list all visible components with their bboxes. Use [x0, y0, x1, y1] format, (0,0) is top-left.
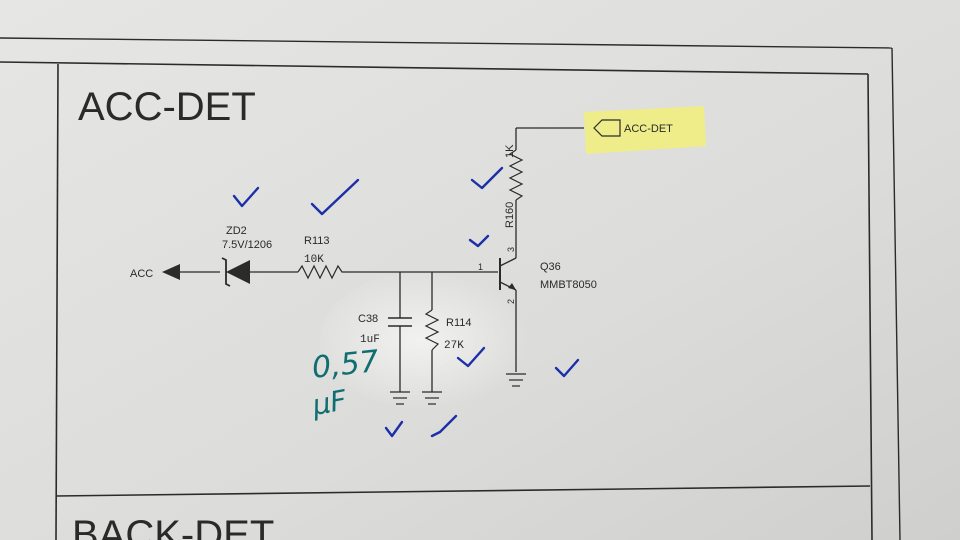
- section-title-acc-det: ACC-DET: [78, 85, 256, 129]
- handwritten-note-value: 0,57: [310, 344, 380, 386]
- r113-ref: R113: [304, 235, 329, 247]
- ground-icon: [422, 391, 442, 405]
- check-mark-icon: [456, 346, 486, 368]
- handwritten-check-marks: [232, 166, 580, 438]
- q36-value: MMBT8050: [540, 279, 597, 291]
- r114-value: 27K: [444, 340, 464, 352]
- yellow-highlight: [584, 106, 706, 154]
- check-mark-icon: [470, 166, 504, 190]
- q36-ref: Q36: [540, 261, 561, 273]
- check-mark-icon: [554, 358, 580, 378]
- acc-port-arrow-icon: [162, 264, 180, 280]
- r114-resistor-symbol: [424, 309, 440, 351]
- r160-ref: R160: [504, 202, 516, 228]
- c38-value: 1uF: [360, 334, 380, 346]
- q36-pin-emitter: 2: [506, 299, 516, 304]
- q36-pin-base: 1: [478, 262, 483, 272]
- acc-det-port-icon: [593, 119, 621, 137]
- zd2-value: 7.5V/1206: [222, 239, 272, 251]
- r114-ref: R114: [446, 317, 471, 329]
- ground-icon: [506, 373, 526, 387]
- zd2-ref: ZD2: [226, 225, 247, 237]
- handwritten-note-unit: µF: [309, 383, 350, 422]
- r160-value: 1K: [504, 144, 516, 158]
- check-mark-icon: [468, 234, 490, 248]
- q36-pin-collector: 3: [506, 247, 516, 252]
- q36-transistor-symbol: [499, 257, 517, 291]
- acc-net-label: ACC: [130, 268, 153, 280]
- check-mark-icon: [310, 178, 360, 216]
- circuit-wires: [180, 127, 584, 392]
- section-title-back-det: BACK-DET: [72, 513, 274, 540]
- r160-resistor-symbol: [508, 149, 524, 201]
- sheet-frame: [0, 37, 901, 540]
- ground-icon: [390, 391, 410, 405]
- c38-ref: C38: [358, 313, 378, 325]
- r113-resistor-symbol: [297, 264, 346, 280]
- acc-det-net-label: ACC-DET: [624, 123, 673, 135]
- zener-diode-symbol: [221, 257, 278, 287]
- check-mark-icon: [430, 414, 458, 438]
- c38-capacitor-symbol: [388, 317, 412, 327]
- check-mark-icon: [384, 420, 404, 438]
- r113-value: 10K: [304, 254, 324, 266]
- check-mark-icon: [232, 186, 260, 208]
